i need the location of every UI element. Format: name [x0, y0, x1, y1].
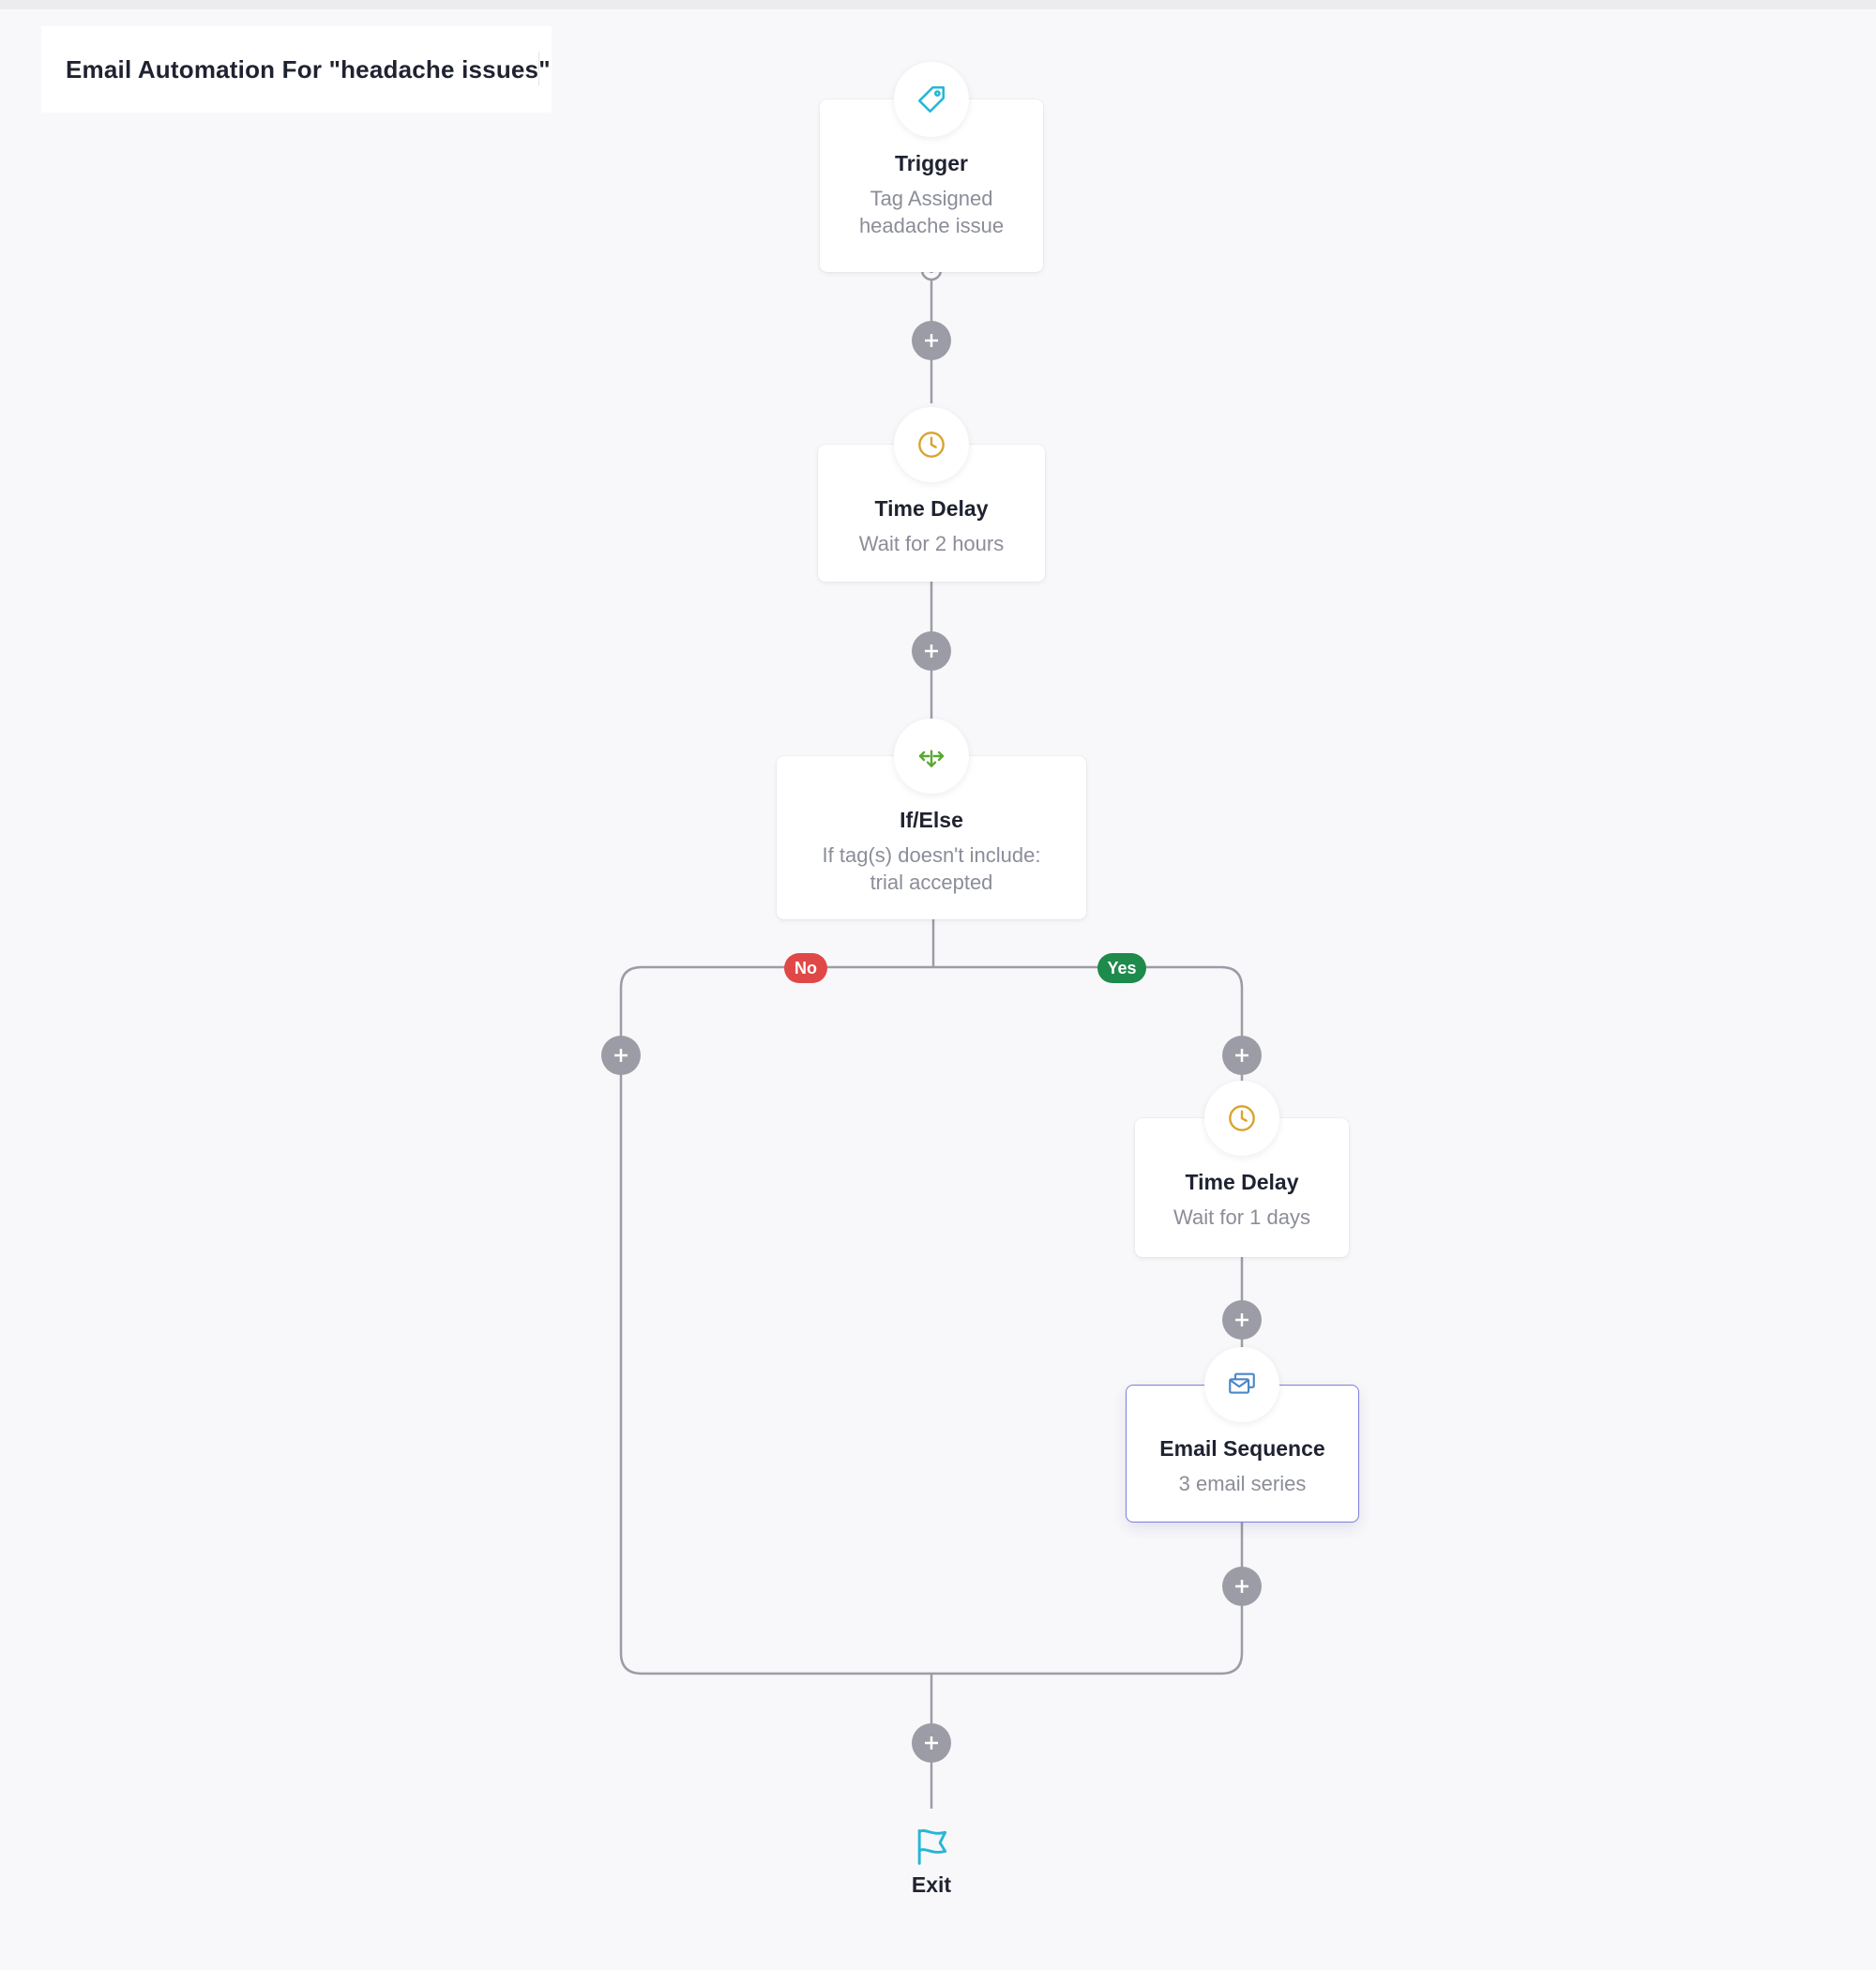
- if-else-condition: If tag(s) doesn't include:: [822, 843, 1041, 867]
- plus-icon: [1235, 1313, 1248, 1326]
- time-delay-duration: Wait for 1 days: [1173, 1205, 1310, 1229]
- yes-branch-badge: Yes: [1097, 953, 1146, 983]
- top-bar: [0, 0, 1876, 9]
- trigger-icon-circle: [894, 62, 969, 137]
- add-step-button[interactable]: [1222, 1300, 1262, 1340]
- clock-icon: [1229, 1105, 1255, 1131]
- plus-icon: [614, 1049, 628, 1062]
- time-delay-icon-circle: [894, 407, 969, 482]
- no-branch-badge: No: [784, 953, 827, 983]
- if-else-icon-circle: [894, 719, 969, 794]
- exit-node[interactable]: Exit: [894, 1820, 969, 1897]
- if-else-condition-value: trial accepted: [870, 871, 993, 894]
- email-sequence-title: Email Sequence: [1159, 1436, 1325, 1461]
- plus-icon: [925, 644, 938, 658]
- split-arrows-icon: [918, 750, 945, 767]
- trigger-title: Trigger: [895, 151, 968, 175]
- plus-icon: [1235, 1049, 1248, 1062]
- add-step-no-branch-button[interactable]: [601, 1036, 641, 1075]
- title-box-edge: [538, 52, 542, 85]
- if-else-title: If/Else: [900, 808, 963, 832]
- no-branch-label: No: [794, 958, 817, 977]
- time-delay-icon-circle: [1204, 1081, 1279, 1156]
- exit-label: Exit: [911, 1872, 952, 1897]
- trigger-tag-value: headache issue: [858, 214, 1005, 237]
- email-sequence-count: 3 email series: [1178, 1472, 1307, 1495]
- automation-title: Email Automation For "headache issues": [66, 54, 551, 83]
- add-step-button[interactable]: [912, 631, 951, 671]
- trigger-tag-label: Tag Assigned: [870, 187, 993, 210]
- yes-branch-label: Yes: [1107, 958, 1137, 977]
- time-delay-title: Time Delay: [874, 496, 989, 521]
- email-sequence-icon-circle: [1204, 1347, 1279, 1422]
- add-step-button[interactable]: [912, 1723, 951, 1763]
- time-delay-duration: Wait for 2 hours: [858, 532, 1005, 555]
- flag-icon: [917, 1829, 947, 1865]
- tag-icon: [917, 85, 946, 114]
- clock-icon: [918, 432, 945, 458]
- email-sequence-icon: [1229, 1372, 1255, 1394]
- add-step-button[interactable]: [1222, 1567, 1262, 1606]
- time-delay-title: Time Delay: [1185, 1170, 1299, 1194]
- plus-icon: [925, 1736, 938, 1750]
- plus-icon: [1235, 1580, 1248, 1593]
- plus-icon: [925, 334, 938, 347]
- automation-title-box[interactable]: Email Automation For "headache issues": [41, 26, 552, 113]
- add-step-yes-branch-button[interactable]: [1222, 1036, 1262, 1075]
- add-step-button[interactable]: [912, 321, 951, 360]
- trigger-node[interactable]: Trigger Tag Assigned headache issue: [820, 99, 1043, 272]
